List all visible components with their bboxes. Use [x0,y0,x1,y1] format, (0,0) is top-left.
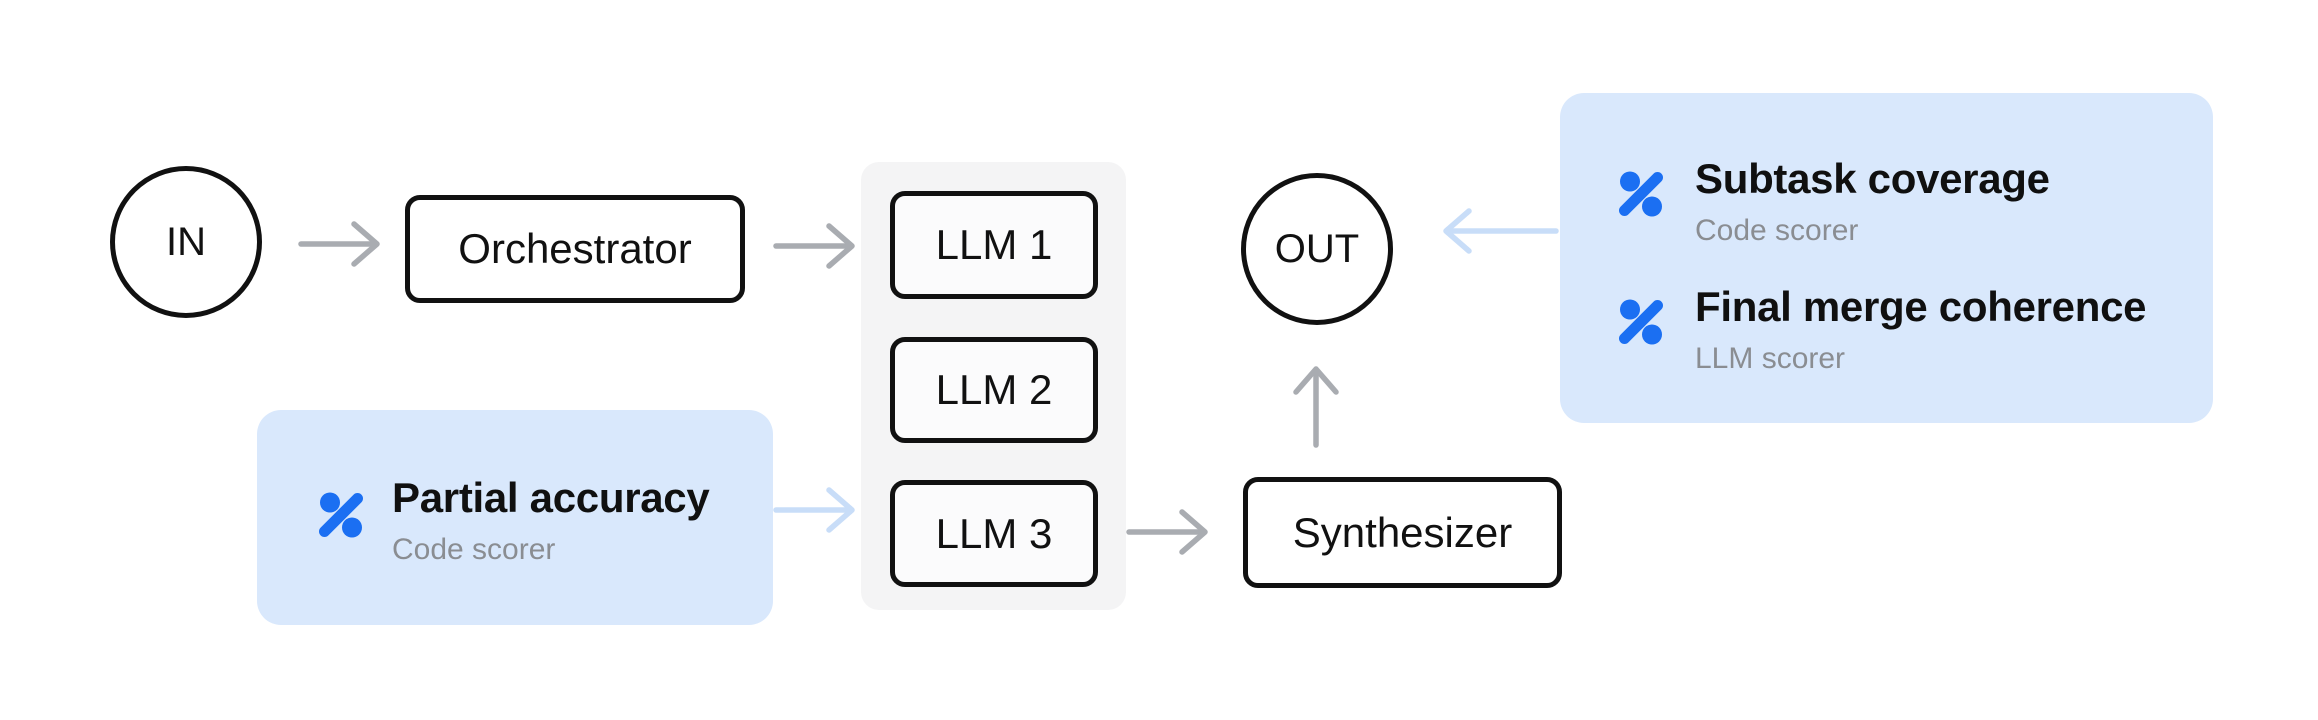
scorer-entry: Final merge coherence LLM scorer [1695,283,2147,377]
orchestrator-node: Orchestrator [405,195,745,303]
scorer-entry: Subtask coverage Code scorer [1695,155,2050,249]
arrow-up-icon [1293,366,1339,448]
callout-output-scorers: Subtask coverage Code scorer Final merge… [1560,93,2213,423]
scorer-title: Subtask coverage [1695,155,2050,202]
synthesizer-node: Synthesizer [1243,477,1562,588]
scorer-subtitle: Code scorer [392,533,556,566]
input-node-label: IN [166,219,206,264]
arrow-right-icon [298,221,380,267]
llm2-node-label: LLM 2 [935,366,1053,413]
llm1-node: LLM 1 [890,191,1098,299]
percent-scorer-icon [1619,171,1663,217]
llm1-node-label: LLM 1 [935,221,1053,268]
callout-partial-accuracy: Partial accuracy Code scorer [257,410,773,625]
arrow-right-icon [1126,509,1208,555]
arrow-right-icon [773,487,855,533]
llm3-node-label: LLM 3 [935,509,1053,557]
arrow-left-icon [1443,208,1559,254]
llm3-node: LLM 3 [890,480,1098,587]
synthesizer-node-label: Synthesizer [1292,508,1513,556]
scorer-subtitle: Code scorer [1695,214,1859,247]
percent-scorer-icon [1619,299,1663,345]
llm2-node: LLM 2 [890,337,1098,443]
percent-scorer-icon [319,492,363,538]
scorer-title: Partial accuracy [392,474,710,521]
arrow-right-icon [773,223,855,269]
output-node: OUT [1241,173,1393,325]
scorer-subtitle: LLM scorer [1695,342,1846,375]
input-node: IN [110,166,262,318]
scorer-entry: Partial accuracy Code scorer [392,474,710,568]
orchestrator-node-label: Orchestrator [458,225,692,272]
scorer-title: Final merge coherence [1695,283,2147,330]
output-node-label: OUT [1274,226,1360,271]
